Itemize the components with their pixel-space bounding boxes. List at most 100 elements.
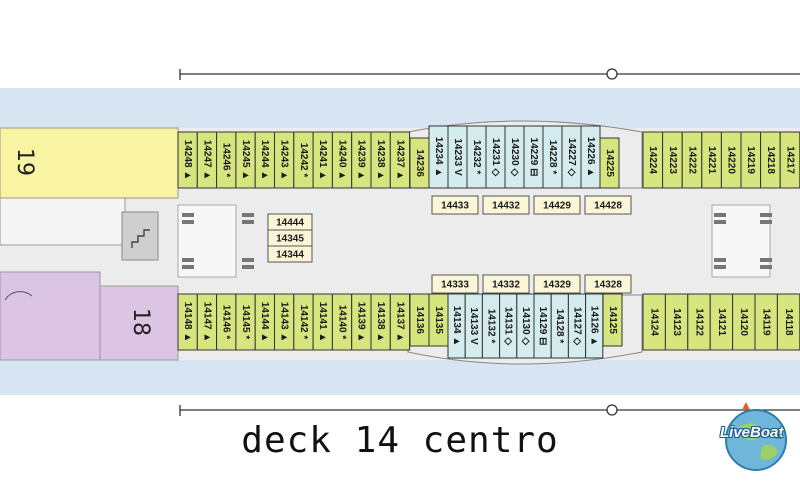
- cabin-14142[interactable]: 14142 *: [293, 293, 314, 351]
- dimension-line-bottom: [179, 404, 800, 416]
- cabin-number: 14146 *: [221, 305, 232, 340]
- cabin-14229[interactable]: 14229 ⊟: [523, 125, 544, 189]
- cabin-14128[interactable]: 14128 *: [550, 293, 569, 359]
- cabin-14147[interactable]: 14147 ▲: [196, 293, 218, 351]
- cabin-number: 14136: [414, 306, 425, 334]
- cabin-14222[interactable]: 14222: [681, 131, 703, 189]
- suite-14432[interactable]: 14432: [482, 195, 530, 215]
- suite-14433[interactable]: 14433: [431, 195, 479, 215]
- cabin-14220[interactable]: 14220: [720, 131, 742, 189]
- cabin-14230[interactable]: 14230 ◇: [504, 125, 525, 189]
- cabin-number: 14247 ▲: [201, 140, 212, 180]
- suite-14444[interactable]: 14444: [267, 213, 313, 231]
- cabin-number: 14238 ▲: [375, 140, 386, 180]
- cabin-14124[interactable]: 14124: [642, 293, 666, 351]
- cabin-14126[interactable]: 14126 ▲: [585, 293, 604, 359]
- cabin-number: 14229 ⊟: [528, 138, 539, 177]
- cabin-number: 14138 ▲: [375, 302, 386, 342]
- globe-icon: [725, 402, 787, 471]
- cabin-14238[interactable]: 14238 ▲: [370, 131, 391, 189]
- cabin-14136[interactable]: 14136: [409, 293, 430, 347]
- cabin-number: 14120: [738, 308, 749, 336]
- cabin-number: 14228 *: [547, 140, 558, 175]
- suite-14345[interactable]: 14345: [267, 229, 313, 247]
- suite-14344[interactable]: 14344: [267, 245, 313, 263]
- cabin-14141[interactable]: 14141 ▲: [312, 293, 333, 351]
- suite-14429[interactable]: 14429: [533, 195, 581, 215]
- cabin-number: 14130 ◇: [520, 307, 531, 346]
- cabin-14228[interactable]: 14228 *: [542, 125, 563, 189]
- cabin-number: 14121: [716, 308, 727, 336]
- cabin-14248[interactable]: 14248 ▲: [177, 131, 198, 189]
- suite-14329[interactable]: 14329: [533, 274, 581, 294]
- cabin-14131[interactable]: 14131 ◇: [499, 293, 518, 359]
- cabin-14243[interactable]: 14243 ▲: [274, 131, 295, 189]
- cabin-14245[interactable]: 14245 ▲: [235, 131, 256, 189]
- cabin-14144[interactable]: 14144 ▲: [254, 293, 275, 351]
- cabin-14121[interactable]: 14121: [709, 293, 734, 351]
- cabin-14221[interactable]: 14221: [701, 131, 722, 189]
- cabin-14227[interactable]: 14227 ◇: [561, 125, 582, 189]
- cabin-14122[interactable]: 14122: [687, 293, 711, 351]
- cabin-14123[interactable]: 14123: [664, 293, 689, 351]
- cabin-14240[interactable]: 14240 ▲: [331, 131, 353, 189]
- cabin-14219[interactable]: 14219: [740, 131, 762, 189]
- cabin-14217[interactable]: 14217: [779, 131, 800, 189]
- room-18-label: 18: [128, 308, 153, 336]
- cabin-number: 14239 ▲: [356, 140, 367, 180]
- cabin-14148[interactable]: 14148 ▲: [177, 293, 198, 351]
- cabin-14139[interactable]: 14139 ▲: [351, 293, 372, 351]
- cabin-14119[interactable]: 14119: [754, 293, 778, 351]
- cabin-14236[interactable]: 14236: [409, 137, 430, 189]
- cabin-number: 14148 ▲: [182, 302, 193, 342]
- cabin-14134[interactable]: 14134 ▲: [447, 293, 466, 359]
- cabin-14242[interactable]: 14242 *: [293, 131, 314, 189]
- cabin-14125[interactable]: 14125: [602, 293, 623, 347]
- cabin-14247[interactable]: 14247 ▲: [196, 131, 218, 189]
- cabin-number: 14147 ▲: [201, 302, 212, 342]
- cabin-14145[interactable]: 14145 *: [235, 293, 256, 351]
- cabin-14138[interactable]: 14138 ▲: [370, 293, 391, 351]
- cabin-14133[interactable]: 14133 V: [464, 293, 483, 359]
- suite-14332[interactable]: 14332: [482, 274, 530, 294]
- cabin-14140[interactable]: 14140 *: [331, 293, 353, 351]
- suite-14333[interactable]: 14333: [431, 274, 479, 294]
- cabin-number: 14132 *: [485, 309, 496, 344]
- cabin-14241[interactable]: 14241 ▲: [312, 131, 333, 189]
- cabin-number: 14246 *: [221, 143, 232, 178]
- cabin-14226[interactable]: 14226 ▲: [580, 125, 601, 189]
- cabin-14225[interactable]: 14225: [599, 137, 620, 189]
- cabin-14118[interactable]: 14118: [776, 293, 800, 351]
- suite-number: 14329: [543, 280, 571, 291]
- suite-14328[interactable]: 14328: [584, 274, 632, 294]
- room-19-area[interactable]: [0, 127, 179, 199]
- cabin-14231[interactable]: 14231 ◇: [485, 125, 506, 189]
- suite-number: 14444: [276, 218, 304, 229]
- suite-number: 14344: [276, 250, 304, 261]
- suite-number: 14332: [492, 280, 520, 291]
- cabin-14224[interactable]: 14224: [642, 131, 664, 189]
- dimension-line-top: [179, 68, 800, 80]
- cabin-14129[interactable]: 14129 ⊟: [533, 293, 552, 359]
- suite-14428[interactable]: 14428: [584, 195, 632, 215]
- cabin-14130[interactable]: 14130 ◇: [516, 293, 535, 359]
- cabin-14234[interactable]: 14234 ▲: [428, 125, 449, 189]
- cabin-14132[interactable]: 14132 *: [481, 293, 501, 359]
- suite-number: 14429: [543, 201, 571, 212]
- cabin-14146[interactable]: 14146 *: [216, 293, 237, 351]
- cabin-14120[interactable]: 14120: [732, 293, 756, 351]
- cabin-14127[interactable]: 14127 ◇: [567, 293, 587, 359]
- cabin-14233[interactable]: 14233 V: [447, 125, 468, 189]
- cabin-14246[interactable]: 14246 *: [216, 131, 237, 189]
- stairs-icon: [131, 229, 150, 248]
- cabin-14237[interactable]: 14237 ▲: [389, 131, 411, 189]
- cabin-14137[interactable]: 14137 ▲: [389, 293, 411, 351]
- cabin-14135[interactable]: 14135: [428, 293, 449, 347]
- cabin-14143[interactable]: 14143 ▲: [274, 293, 295, 351]
- cabin-14223[interactable]: 14223: [662, 131, 683, 189]
- cabin-14239[interactable]: 14239 ▲: [351, 131, 372, 189]
- cabin-14218[interactable]: 14218: [760, 131, 781, 189]
- deck-title: deck 14 centro: [241, 420, 559, 461]
- cabin-14244[interactable]: 14244 ▲: [254, 131, 275, 189]
- cabin-14232[interactable]: 14232 *: [466, 125, 487, 189]
